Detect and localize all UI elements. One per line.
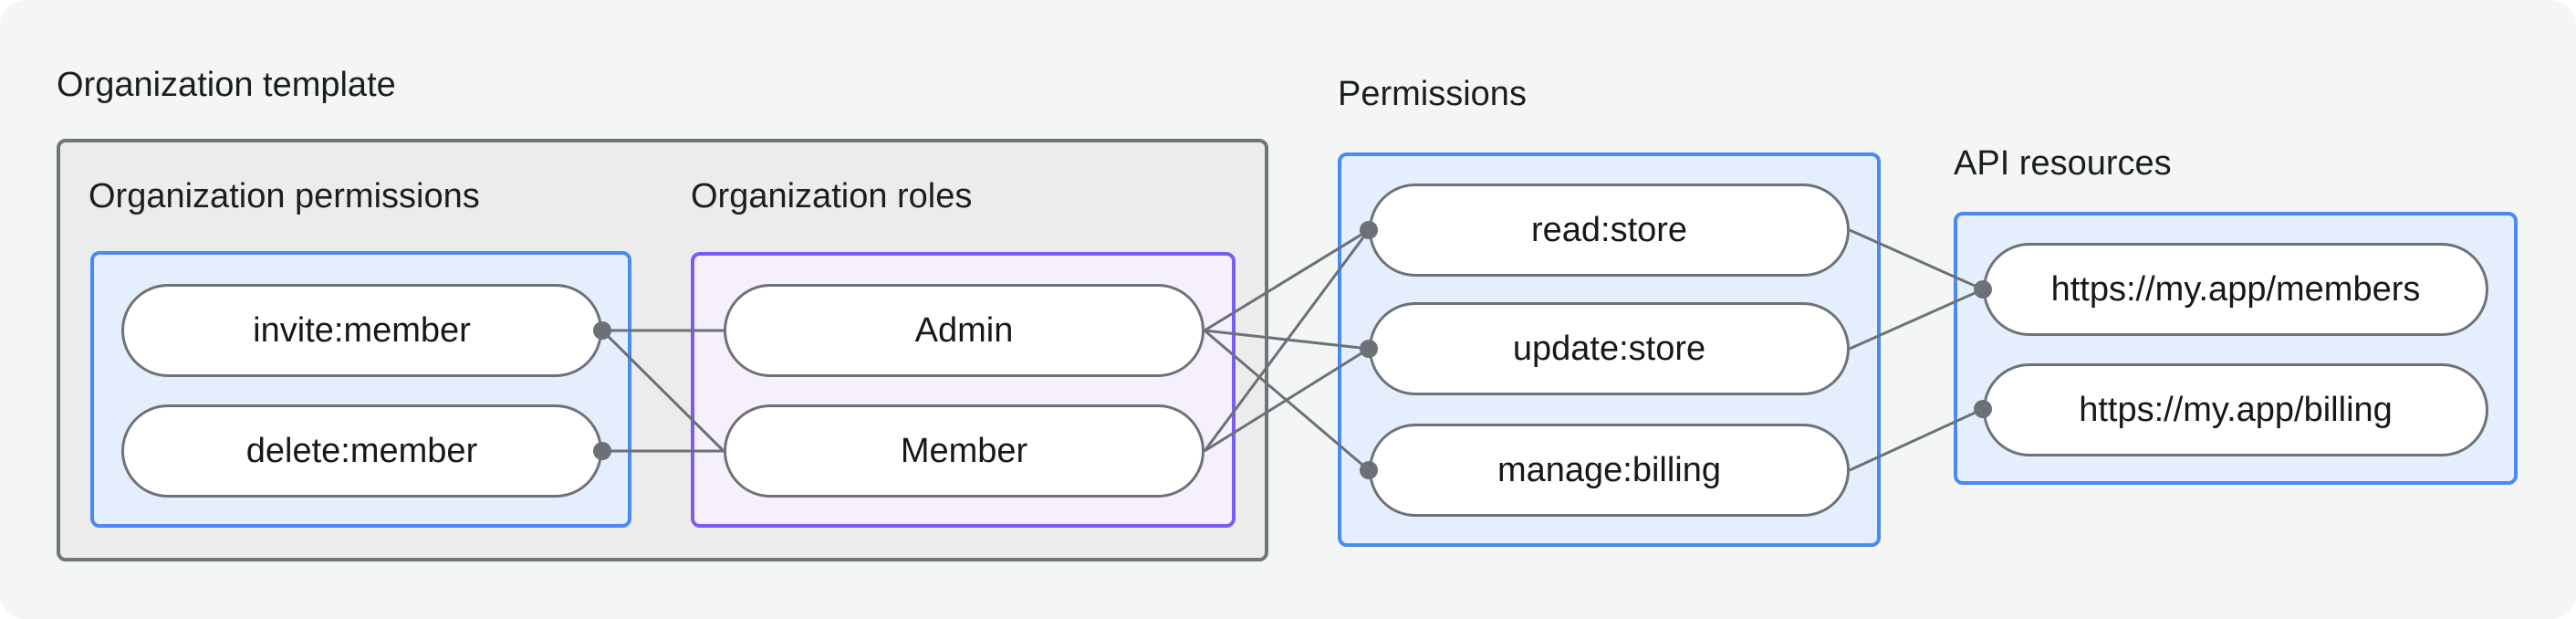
organization-roles-heading: Organization roles [691, 177, 973, 215]
node-member-role: Member [724, 404, 1205, 498]
organization-permissions-heading: Organization permissions [89, 177, 480, 215]
node-invite-member: invite:member [121, 284, 602, 377]
node-delete-member: delete:member [121, 404, 602, 498]
node-billing-api-url: https://my.app/billing [1983, 363, 2488, 456]
node-members-api-url: https://my.app/members [1983, 243, 2488, 336]
diagram-title: Organization template [57, 66, 396, 104]
api-resources-heading: API resources [1954, 144, 2172, 183]
node-update-store: update:store [1369, 302, 1850, 395]
node-read-store: read:store [1369, 184, 1850, 277]
node-manage-billing: manage:billing [1369, 424, 1850, 517]
node-admin-role: Admin [724, 284, 1205, 377]
permissions-heading: Permissions [1338, 75, 1527, 113]
